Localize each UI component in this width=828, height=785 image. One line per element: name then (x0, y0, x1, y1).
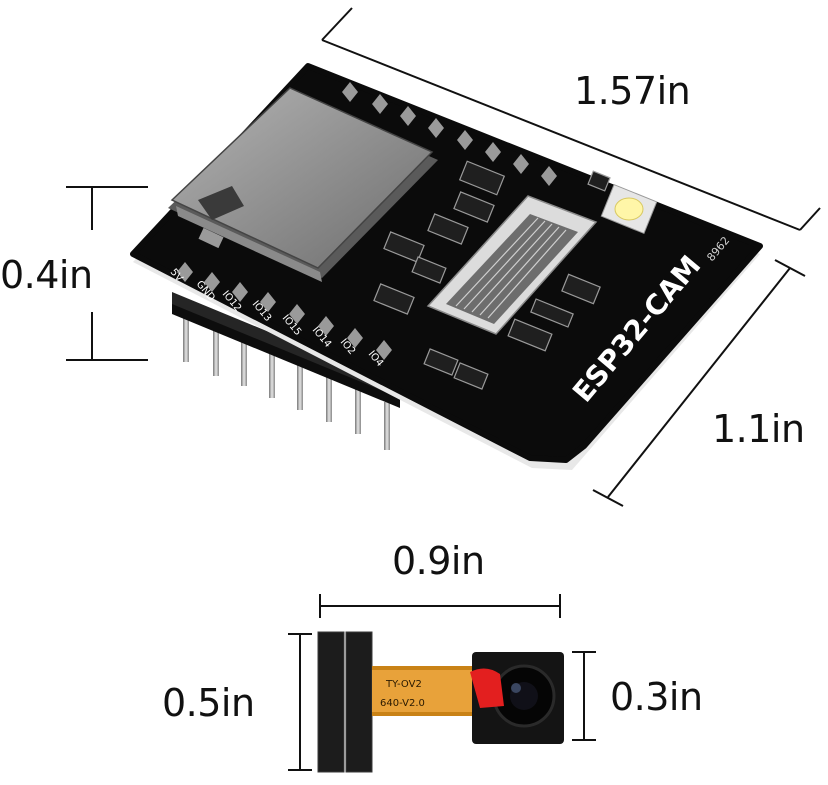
top-pin-pads (342, 82, 557, 186)
flash-led (600, 183, 658, 235)
header-pins (183, 318, 390, 450)
board-height-label: 0.4in (0, 253, 93, 297)
board-dimension-lines (66, 7, 821, 507)
camera-lens-height-label: 0.3in (610, 675, 703, 719)
camera-label-line2: 640-V2.0 (380, 698, 425, 709)
camera-dimension-lines (288, 594, 596, 771)
smd-components (373, 160, 611, 390)
board-width-label: 1.1in (712, 407, 805, 451)
camera-cable-length-label: 0.9in (392, 539, 485, 583)
pcb-board (130, 63, 763, 463)
camera-module: TY-OV2 640-V2.0 (317, 631, 564, 773)
board-length-label: 1.57in (574, 69, 691, 113)
header-base (172, 302, 400, 408)
sd-card-slot (168, 87, 438, 282)
red-tab (470, 668, 504, 708)
flex-cable (372, 666, 476, 716)
camera-connector-height-label: 0.5in (162, 681, 255, 725)
camera-label-line1: TY-OV2 (385, 679, 422, 690)
bottom-pin-pads (177, 262, 392, 360)
camera-connector (426, 195, 598, 335)
